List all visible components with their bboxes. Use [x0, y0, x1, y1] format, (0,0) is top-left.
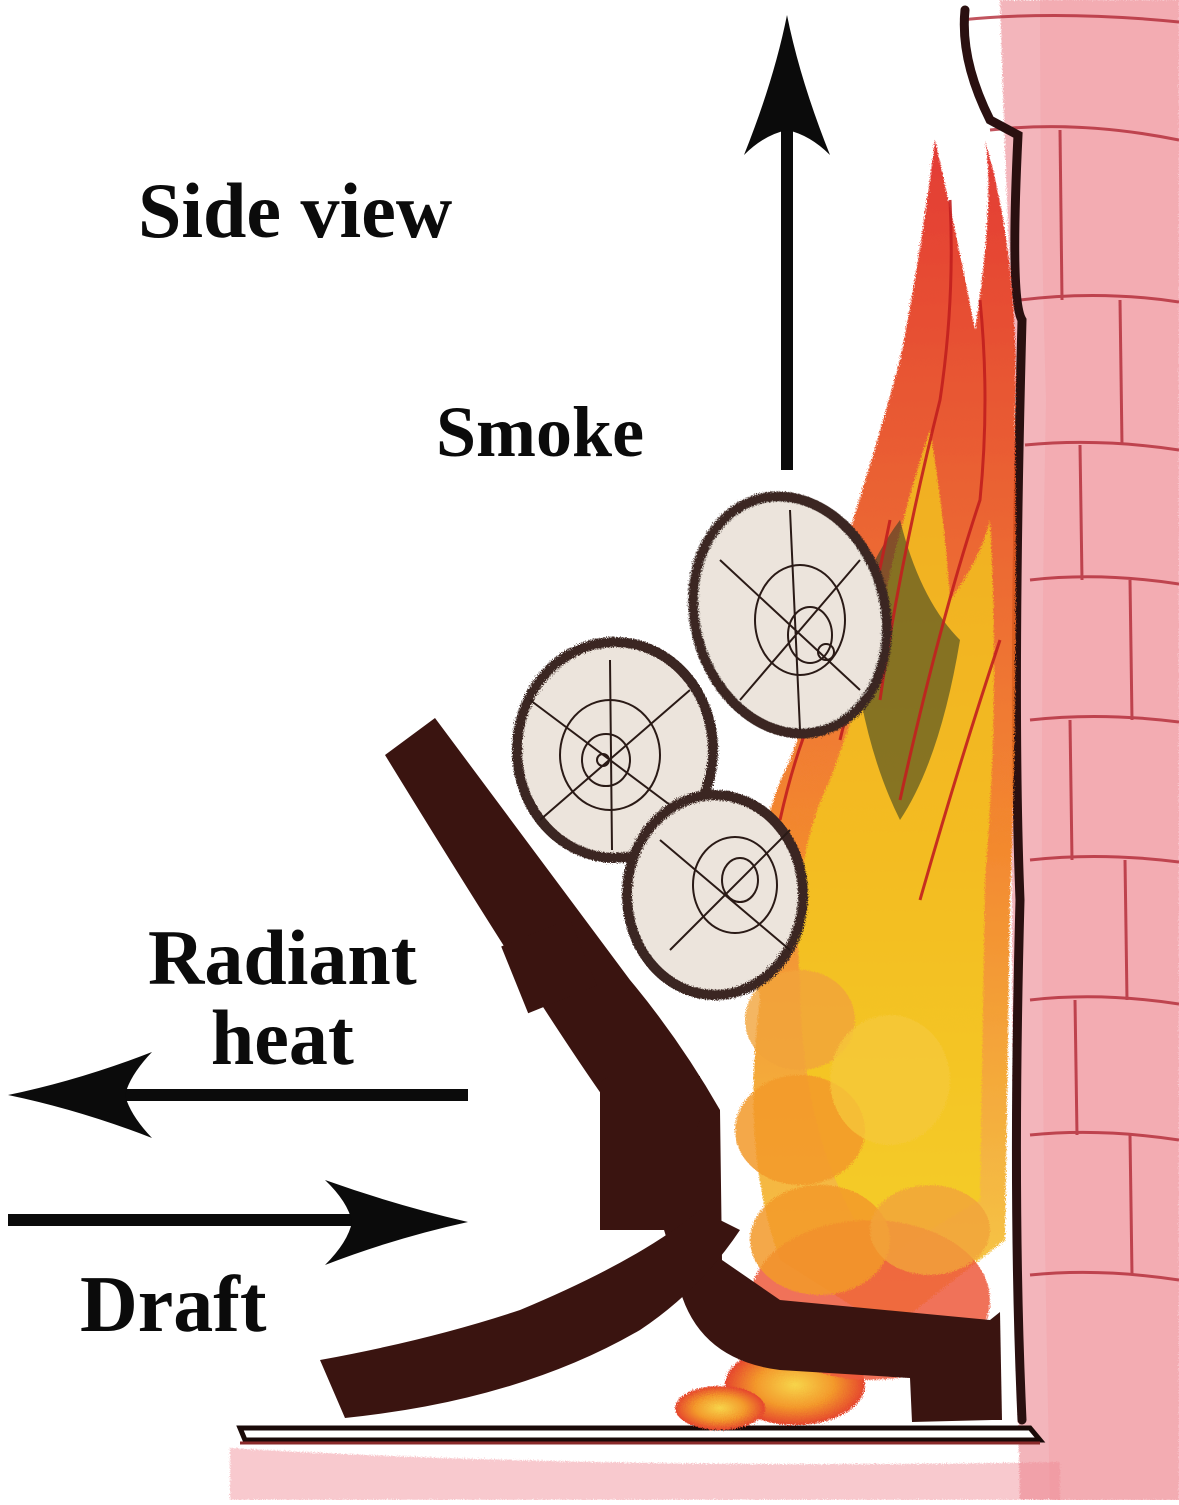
- log-middle: [622, 790, 808, 1000]
- log-left: [512, 637, 718, 863]
- smoke-label: Smoke: [436, 392, 645, 472]
- brick-wall: [959, 0, 1179, 1500]
- radiant-heat-label: Radiant heat: [148, 918, 417, 1077]
- grate: [320, 718, 1002, 1422]
- diagram-title: Side view: [138, 167, 453, 254]
- logs: [512, 491, 892, 1000]
- radiant-heat-label-line1: Radiant: [148, 914, 417, 1001]
- log-top: [688, 491, 892, 739]
- embers: [675, 970, 990, 1430]
- radiant-heat-label-line2: heat: [210, 993, 354, 1081]
- smoke-arrow: [744, 15, 830, 470]
- draft-label: Draft: [80, 1261, 267, 1349]
- draft-arrow: [8, 1180, 468, 1265]
- hearth-floor: [230, 1425, 1060, 1500]
- radiant-heat-arrow: [8, 1052, 468, 1138]
